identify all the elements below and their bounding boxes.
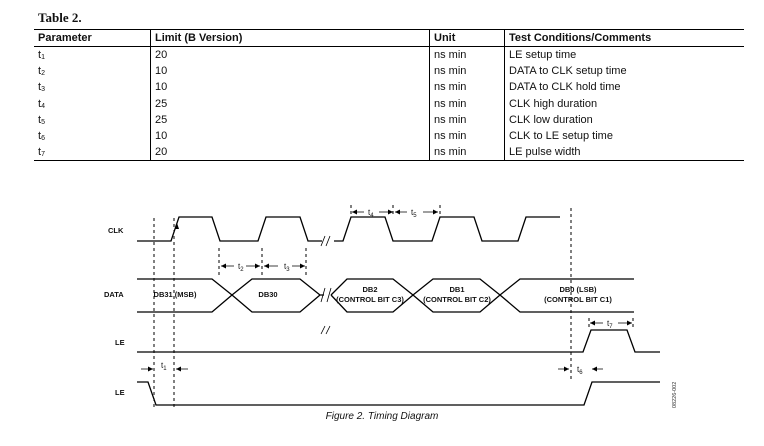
param-symbol: t <box>38 81 42 94</box>
db1-control-label: (CONTROL BIT C2) <box>423 295 491 304</box>
t5-label: t5 <box>411 208 417 219</box>
param-subscript: 2 <box>41 70 45 78</box>
db0-label: DB0 (LSB) <box>559 285 597 294</box>
param-symbol: t <box>38 49 42 62</box>
timing-spec-table: Parameter Limit (B Version) Unit Test Co… <box>34 29 744 162</box>
clk-edge-arrow <box>175 223 179 229</box>
unit-cell: ns min <box>429 79 505 96</box>
param-cell: t1 <box>34 47 151 64</box>
limit-cell: 10 <box>150 127 430 145</box>
param-cell: t2 <box>34 63 151 79</box>
db30-label: DB30 <box>258 290 277 299</box>
le-signal-label-2: LE <box>115 388 125 397</box>
clk-signal-label: CLK <box>108 226 124 235</box>
lower-break-mark <box>320 325 331 335</box>
limit-cell: 10 <box>150 63 430 80</box>
unit-cell: ns min <box>429 63 505 80</box>
db1-label: DB1 <box>449 285 464 294</box>
param-subscript: 3 <box>41 86 45 94</box>
t7-arrowheads <box>590 320 632 326</box>
param-symbol: t <box>38 113 42 126</box>
le-signal-label-1: LE <box>115 338 125 347</box>
le-pulse-waveform <box>137 329 660 353</box>
param-cell: t3 <box>34 79 151 95</box>
param-subscript: 4 <box>41 102 45 110</box>
param-subscript: 5 <box>41 118 45 126</box>
comment-cell: CLK low duration <box>504 111 744 128</box>
t2-label: t2 <box>238 262 244 273</box>
le-waveform <box>137 381 660 406</box>
t7-label: t7 <box>607 319 613 330</box>
figure-caption: Figure 2. Timing Diagram <box>325 411 439 422</box>
header-parameter: Parameter <box>34 29 151 47</box>
data-signal-label: DATA <box>104 290 124 299</box>
param-subscript: 1 <box>41 54 45 62</box>
db2-label: DB2 <box>362 285 377 294</box>
t6-label: t6 <box>577 365 583 376</box>
unit-cell: ns min <box>429 46 505 64</box>
limit-cell: 25 <box>150 111 430 128</box>
limit-cell: 10 <box>150 79 430 96</box>
param-cell: t6 <box>34 128 151 144</box>
param-cell: t7 <box>34 144 151 162</box>
unit-cell: ns min <box>429 95 505 112</box>
limit-cell: 20 <box>150 144 430 162</box>
header-unit: Unit <box>429 29 505 47</box>
comment-cell: DATA to CLK hold time <box>504 79 744 96</box>
data-break-mark <box>320 287 332 303</box>
param-cell: t4 <box>34 96 151 112</box>
db2-control-label: (CONTROL BIT C3) <box>336 295 404 304</box>
param-symbol: t <box>38 65 42 78</box>
param-symbol: t <box>38 97 42 110</box>
param-subscript: 6 <box>41 135 45 143</box>
limit-cell: 20 <box>150 46 430 64</box>
db31-label: DB31 (MSB) <box>154 290 197 299</box>
param-symbol: t <box>38 130 42 143</box>
comment-cell: LE pulse width <box>504 144 744 162</box>
param-cell: t5 <box>34 112 151 128</box>
clk-break-mark <box>320 235 331 247</box>
comment-cell: DATA to CLK setup time <box>504 63 744 80</box>
t3-label: t3 <box>284 262 290 273</box>
t4-label: t4 <box>368 208 374 219</box>
db0-control-label: (CONTROL BIT C1) <box>544 295 612 304</box>
header-comments: Test Conditions/Comments <box>504 29 744 47</box>
data-bus-waveform <box>137 278 634 313</box>
param-subscript: 7 <box>41 151 45 159</box>
comment-cell: CLK high duration <box>504 95 744 112</box>
comment-cell: LE setup time <box>504 46 744 64</box>
table-header-row: Parameter Limit (B Version) Unit Test Co… <box>34 29 744 47</box>
t1-label: t1 <box>161 361 167 372</box>
clk-waveform <box>137 216 560 242</box>
figure-code: 08226-002 <box>672 382 678 408</box>
comment-cell: CLK to LE setup time <box>504 127 744 145</box>
param-symbol: t <box>38 146 42 159</box>
unit-cell: ns min <box>429 127 505 145</box>
limit-cell: 25 <box>150 95 430 112</box>
t4-t5-arrowheads <box>352 209 438 215</box>
table-title: Table 2. <box>38 10 82 25</box>
unit-cell: ns min <box>429 144 505 162</box>
header-limit: Limit (B Version) <box>150 29 430 47</box>
unit-cell: ns min <box>429 111 505 128</box>
